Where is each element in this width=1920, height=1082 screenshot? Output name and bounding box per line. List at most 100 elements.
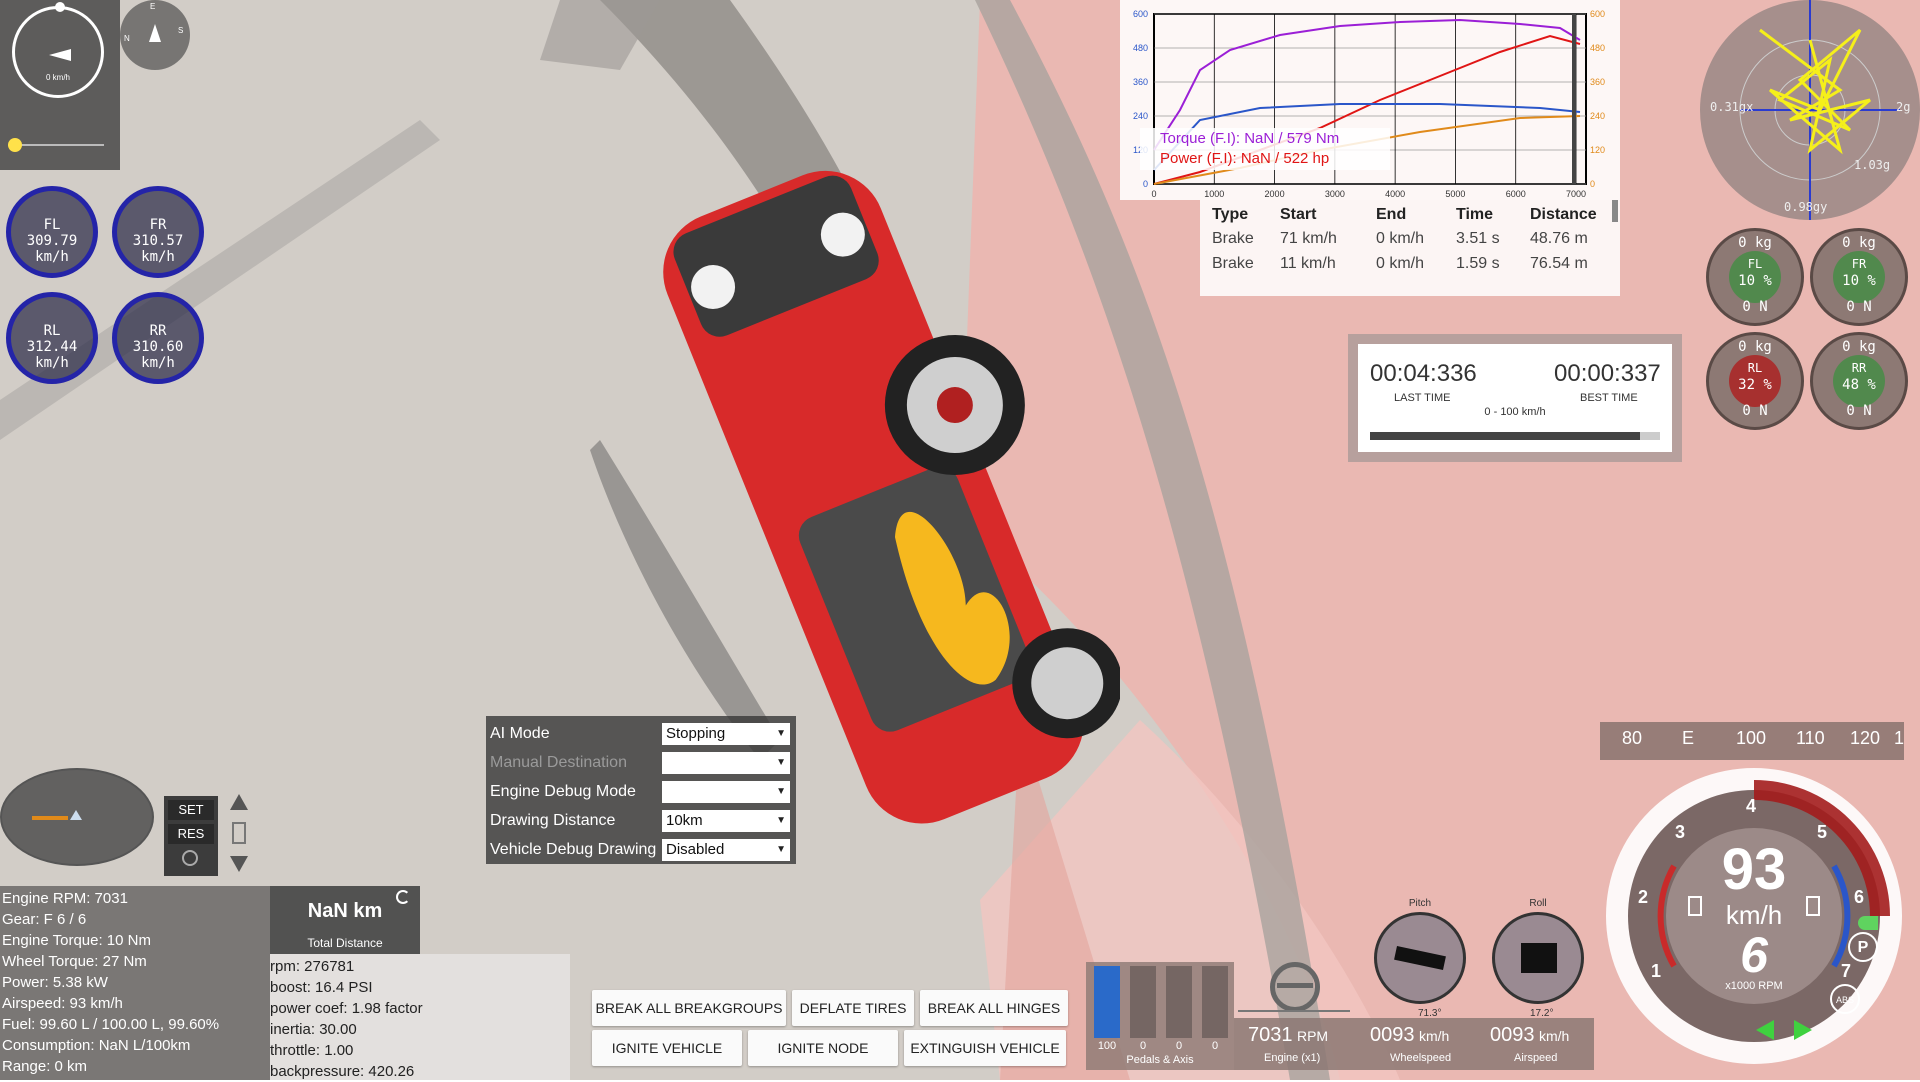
tire-temp-indicator: [1833, 251, 1885, 303]
debug-row-select[interactable]: Stopping▼: [662, 723, 790, 745]
vehicle-stat-line: Engine RPM: 7031: [2, 890, 128, 907]
mini-speedometer-dial: 0 km/h: [12, 2, 104, 98]
roll-indicator: Roll 17.2°: [1490, 898, 1586, 1019]
timer-progress-track: [1370, 432, 1660, 440]
debug-select-value: 10km: [666, 812, 703, 829]
mini-slider-knob[interactable]: [8, 138, 22, 152]
y-tick-left: 240: [1133, 111, 1148, 121]
cruise-res-button[interactable]: RES: [168, 824, 214, 844]
gforce-2g-label: 2g: [1896, 100, 1911, 114]
engine-stat-line: rpm: 276781: [270, 958, 355, 975]
debug-select-value: Disabled: [666, 841, 725, 858]
steering-wheel-icon: [1270, 962, 1320, 1012]
wheelspeed-label: Wheelspeed: [1390, 1052, 1452, 1064]
wheel-name: RR: [149, 323, 167, 339]
brake-table-cell: 3.51 s: [1456, 230, 1500, 247]
tire-force: 0 N: [1742, 299, 1768, 315]
wheel-name: RL: [43, 323, 61, 339]
vehicle-stat-line: Airspeed: 93 km/h: [2, 995, 123, 1012]
debug-row: AI Mode Stopping▼: [486, 720, 796, 748]
trip-value: NaN km: [307, 900, 383, 922]
wheel-name: FR: [149, 217, 167, 233]
mini-speed-label: 0 km/h: [45, 73, 70, 82]
x-tick: 0: [1151, 189, 1156, 199]
action-button[interactable]: IGNITE VEHICLE: [592, 1030, 742, 1066]
wheel-speed-value: 310.60 km/h: [132, 339, 184, 371]
chevron-down-icon: ▼: [776, 757, 786, 768]
cruise-set-button[interactable]: SET: [168, 800, 214, 820]
mini-slider-track[interactable]: [8, 144, 104, 146]
turn-left-icon: [1756, 1020, 1774, 1040]
brake-table-scrollbar[interactable]: [1612, 200, 1618, 222]
pitch-label: Pitch: [1408, 898, 1432, 909]
pedal-value: 0: [1139, 1040, 1147, 1052]
compass-arrow-icon: [149, 24, 161, 42]
action-button[interactable]: BREAK ALL BREAKGROUPS: [592, 990, 786, 1026]
y-tick-right: 600: [1590, 9, 1605, 19]
airspeed-label: Airspeed: [1514, 1052, 1558, 1064]
torque-curve: [1153, 18, 1581, 151]
brake-table-cell: 76.54 m: [1530, 255, 1588, 272]
chevron-down-icon: ▼: [776, 728, 786, 739]
trip-label: Total Distance: [307, 936, 383, 950]
legend-power-text: Power (F.I): NaN / 522 hp: [1160, 150, 1330, 167]
wheel-speed-rr: RR 310.60 km/h: [112, 292, 204, 384]
brake-table-cell: 48.76 m: [1530, 230, 1588, 247]
debug-row-select[interactable]: ▼: [662, 752, 790, 774]
tire-force: 0 N: [1846, 299, 1872, 315]
tire-kg: 0 kg: [1738, 235, 1772, 251]
debug-row-select[interactable]: Disabled▼: [662, 839, 790, 861]
chevron-down-icon: ▼: [776, 815, 786, 826]
wheel-speed-value: 312.44 km/h: [26, 339, 78, 371]
timer-panel: 00:04:336 LAST TIME 00:00:337 BEST TIME …: [1348, 334, 1682, 462]
torque-graph: 6006004804803603602402401201200001000200…: [1133, 9, 1605, 199]
torque-graph-panel: 6006004804803603602402401201200001000200…: [1120, 0, 1620, 200]
gforce-meter: 0.31gx 2g 1.03g 0.98gy: [1700, 0, 1920, 220]
debug-row-select[interactable]: 10km ▼: [662, 810, 790, 832]
airspeed-readout: 0093 km/h: [1490, 1024, 1569, 1047]
action-button[interactable]: DEFLATE TIRES: [792, 990, 914, 1026]
compass-e: E: [150, 2, 156, 11]
tire-pct: 32 %: [1738, 377, 1772, 393]
mini-speedometer-panel: 0 km/h: [0, 0, 120, 170]
debug-row-select[interactable]: ▼: [662, 781, 790, 803]
brake-table-header: Time: [1456, 206, 1494, 223]
roll-dial: [1492, 912, 1584, 1004]
cruise-gauge-icon: [182, 850, 198, 866]
vehicle-stat-line: Gear: F 6 / 6: [2, 911, 87, 928]
tire-temp-indicator: [1729, 355, 1781, 407]
cruise-control: SET RES: [164, 796, 218, 876]
action-button[interactable]: BREAK ALL HINGES: [920, 990, 1068, 1026]
last-time-label: LAST TIME: [1394, 392, 1451, 404]
tire-name: RL: [1747, 361, 1763, 375]
tire-force: 0 N: [1742, 403, 1768, 419]
gforce-gy-label: 0.98gy: [1784, 200, 1828, 214]
tire-kg: 0 kg: [1842, 235, 1876, 251]
reset-icon[interactable]: [396, 890, 410, 904]
x-tick: 5000: [1445, 189, 1465, 199]
cruise-speed-box: [232, 822, 246, 844]
action-button[interactable]: IGNITE NODE: [748, 1030, 898, 1066]
wheelspeed-value: 0093: [1370, 1024, 1415, 1046]
compass-s: S: [178, 26, 184, 35]
action-button[interactable]: EXTINGUISH VEHICLE: [904, 1030, 1066, 1066]
rpm-readout: 7031 RPM: [1248, 1024, 1328, 1047]
engine-stat-line: backpressure: 420.26: [270, 1063, 415, 1080]
minimap[interactable]: [0, 768, 154, 866]
tire-name: FL: [1747, 257, 1763, 271]
pitch-value: 71.3°: [1418, 1008, 1442, 1019]
cruise-up-icon[interactable]: [230, 794, 248, 810]
cruise-down-icon[interactable]: [230, 856, 248, 872]
debug-row-label: AI Mode: [490, 725, 550, 742]
wheel-speed-value: 309.79 km/h: [26, 233, 78, 265]
legend-torque-text: Torque (F.I): NaN / 579 Nm: [1160, 130, 1340, 147]
tire-temp-indicator: [1729, 251, 1781, 303]
roll-truck-icon: [1521, 943, 1557, 973]
